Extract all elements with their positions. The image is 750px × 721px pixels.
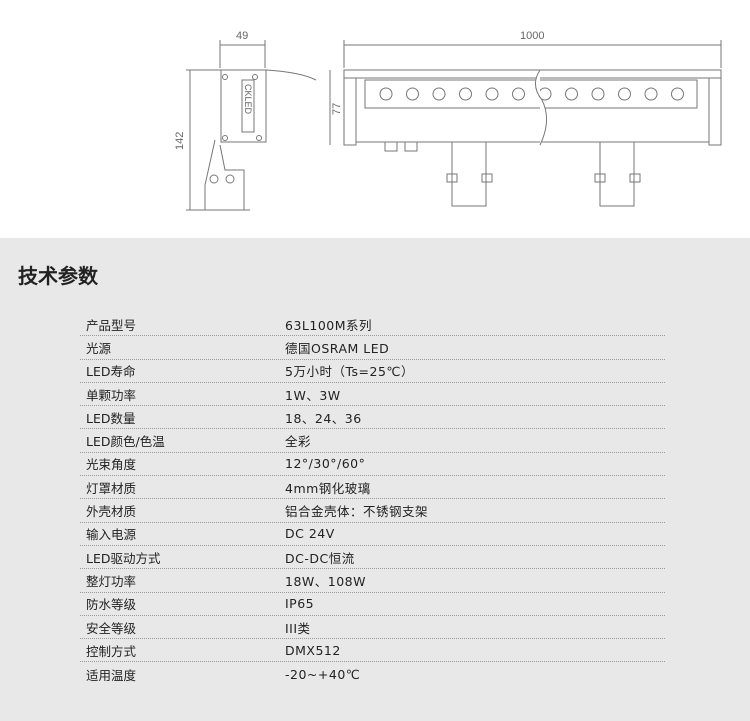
spec-value: DC-DC恒流 (285, 550, 355, 566)
spec-row: LED驱动方式 DC-DC恒流 (80, 546, 665, 570)
spec-label: 产品型号 (86, 317, 137, 333)
dim-77: 77 (331, 103, 343, 115)
spec-value: 铝合金壳体：不锈钢支架 (285, 504, 429, 520)
spec-value: III类 (285, 620, 311, 636)
spec-label: 单颗功率 (86, 387, 137, 403)
product-dimension-drawing: 49 142 CKLED 1000 77 (0, 0, 750, 238)
led-circle (379, 87, 393, 101)
spec-label: 外壳材质 (86, 504, 137, 520)
led-circle (565, 87, 578, 101)
spec-label: 光束角度 (86, 457, 137, 473)
spec-label: 整灯功率 (86, 573, 137, 589)
spec-value: -20~+40℃ (285, 666, 361, 682)
spec-row: LED颜色/色温 全彩 (80, 429, 665, 453)
spec-value: 德国OSRAM LED (285, 340, 390, 356)
led-circle (406, 87, 419, 101)
spec-value: 18、24、36 (285, 410, 362, 426)
side-view: 49 142 CKLED (174, 30, 317, 211)
spec-label: 输入电源 (86, 527, 137, 543)
section-title: 技术参数 (18, 264, 98, 288)
front-view: 1000 77 (329, 30, 722, 207)
led-circle (432, 87, 446, 101)
spec-row: 外壳材质 铝合金壳体：不锈钢支架 (80, 499, 665, 523)
led-circle (618, 87, 631, 101)
spec-row: LED寿命 5万小时（Ts=25℃） (80, 360, 665, 383)
dim-1000: 1000 (520, 30, 544, 42)
spec-row: 产品型号 63L100M系列 (80, 313, 665, 337)
spec-row: 适用温度 -20~+40℃ (80, 662, 665, 685)
spec-label: 控制方式 (86, 643, 137, 659)
spec-row: 灯罩材质 4mm钢化玻璃 (80, 476, 665, 500)
cklep-logo: CKLED (243, 84, 253, 115)
spec-row: LED数量 18、24、36 (80, 406, 665, 430)
led-circle (512, 87, 525, 101)
led-circle (591, 87, 605, 101)
spec-table: 产品型号 63L100M系列光源 德国OSRAM LED LED寿命 5万小时（Ts=2… (80, 313, 665, 686)
spec-label: LED驱动方式 (86, 550, 161, 566)
spec-value: 63L100M系列 (285, 317, 373, 333)
led-circle (459, 87, 472, 101)
spec-row: 输入电源 DC 24V (80, 523, 665, 546)
spec-label: 适用温度 (86, 667, 137, 683)
spec-value: DC 24V (285, 526, 335, 542)
spec-value: DMX512 (285, 642, 341, 658)
spec-row: 整灯功率 18W、108W (80, 569, 665, 593)
spec-row: 光源 德国OSRAM LED (80, 336, 665, 360)
led-circle (644, 87, 658, 101)
spec-value: 全彩 (285, 434, 312, 450)
spec-label: 灯罩材质 (86, 480, 137, 496)
led-circle (485, 87, 499, 101)
spec-row: 控制方式 DMX512 (80, 639, 665, 663)
led-circle (671, 87, 684, 101)
spec-value: 1W、3W (285, 387, 341, 403)
spec-label: LED寿命 (86, 364, 136, 380)
spec-label: LED数量 (86, 410, 136, 426)
spec-value: 18W、108W (285, 573, 366, 589)
dim-142: 142 (174, 132, 186, 150)
spec-label: 安全等级 (86, 620, 137, 636)
spec-row: 光束角度 12°/30°/60° (80, 453, 665, 477)
spec-label: 光源 (86, 340, 112, 356)
dim-49: 49 (236, 30, 248, 42)
spec-row: 防水等级 IP65 (80, 593, 665, 616)
spec-label: LED颜色/色温 (86, 434, 165, 450)
spec-value: 4mm钢化玻璃 (285, 480, 371, 496)
spec-row: 安全等级 III类 (80, 616, 665, 640)
spec-label: 防水等级 (86, 597, 137, 613)
spec-value: 12°/30°/60° (285, 456, 366, 472)
spec-value: 5万小时（Ts=25℃） (285, 364, 414, 380)
spec-value: IP65 (285, 596, 315, 612)
tech-specs-section: 技术参数 产品型号 63L100M系列光源 德国OSRAM LED LED寿命 5万小时… (0, 238, 750, 721)
spec-row: 单颗功率 1W、3W (80, 383, 665, 407)
